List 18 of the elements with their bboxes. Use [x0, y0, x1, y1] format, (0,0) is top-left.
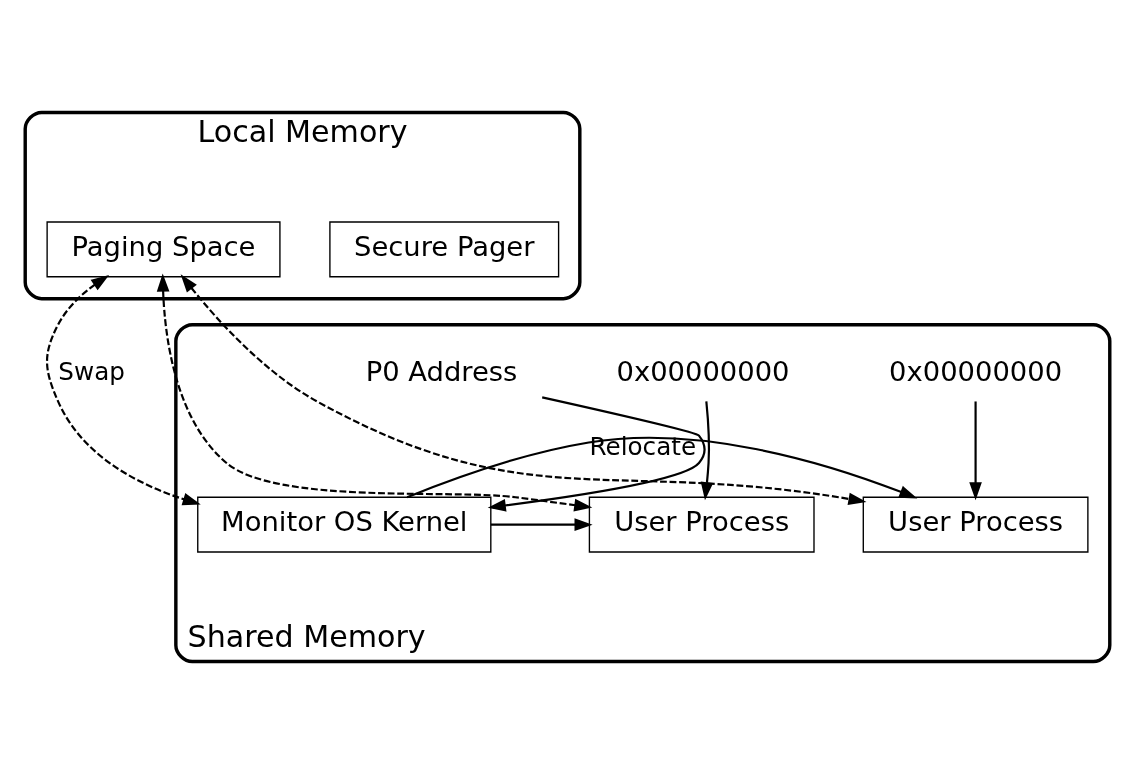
node-box: Secure Pager	[329, 221, 560, 278]
edge-label: Swap	[58, 357, 125, 387]
arrow	[45, 275, 201, 506]
node-box: Monitor OS Kernel	[197, 496, 492, 553]
node-text: P0 Address	[365, 355, 518, 387]
node-text: 0x00000000	[616, 355, 790, 387]
node-box: User Process	[588, 496, 815, 553]
arrow	[406, 436, 918, 499]
node-box: Paging Space	[46, 221, 281, 278]
edge-label: Relocate	[589, 432, 697, 462]
node-box: User Process	[862, 496, 1089, 553]
arrow	[156, 273, 593, 512]
arrow	[700, 401, 714, 501]
arrow	[490, 518, 593, 531]
arrow	[969, 401, 982, 501]
node-text: 0x00000000	[889, 355, 1063, 387]
arrow	[487, 396, 706, 512]
arrow	[180, 274, 867, 506]
